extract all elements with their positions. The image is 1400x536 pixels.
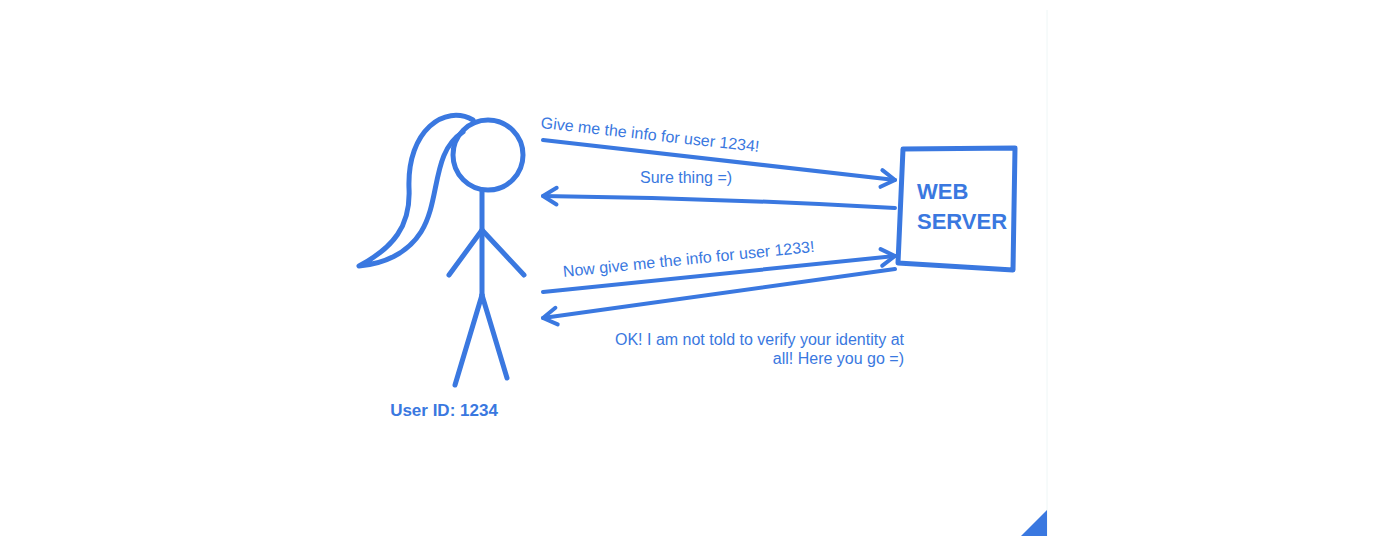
corner-triangle [1021,510,1047,536]
left-arm [449,230,482,275]
right-leg [482,295,507,378]
message-label: Sure thing =) [640,168,732,187]
body-line [480,190,485,295]
arrow-head [543,308,558,325]
server-outline [898,148,1015,270]
page-edge-line [1047,10,1048,536]
stick-figure [345,108,543,428]
server-label: WEB SERVER [917,177,1013,237]
arrow-line [543,196,895,208]
message-label: OK! I am not told to verify your identit… [612,330,904,368]
user-id-label: User ID: 1234 [345,400,543,422]
message-label: Give me the info for user 1234! [540,113,760,156]
arrow-head [881,170,896,187]
left-leg [455,295,482,385]
arrow-head [543,188,557,205]
person-figure: User ID: 1234 [345,108,543,428]
message-label: Now give me the info for user 1233! [562,237,815,281]
arrow-head [881,249,895,266]
web-server-box: WEB SERVER [895,145,1019,273]
head [453,120,523,190]
right-arm [482,230,524,275]
request-arrow [543,188,895,208]
